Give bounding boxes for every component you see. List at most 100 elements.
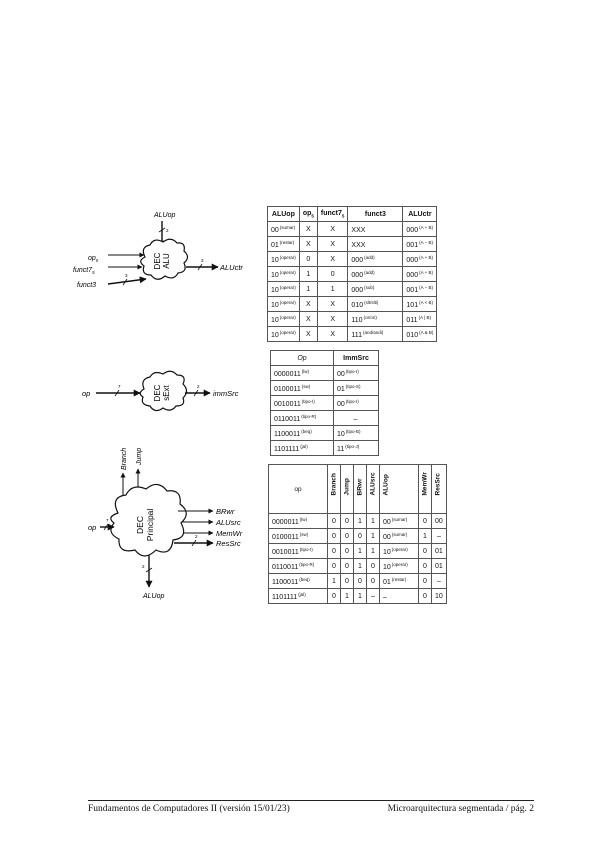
table-cell: 1 (340, 588, 354, 604)
table-cell: 10(operar) (267, 251, 300, 267)
alu-output-aluctr: ALUctr (219, 263, 243, 272)
table-cell: X (298, 296, 318, 312)
alu-input-op: op5 (88, 255, 99, 263)
table-cell: 00(sumar) (379, 528, 419, 544)
table-cell: X (298, 236, 318, 252)
table-cell: 1101111(jal) (268, 588, 328, 604)
table-cell: 1 (366, 513, 380, 529)
alu-input-funct3: funct3 (77, 282, 96, 289)
table-cell: 0 (327, 588, 341, 604)
table-cell: X (298, 326, 318, 342)
svg-text:7: 7 (118, 384, 121, 389)
table-cell: 00 (431, 513, 447, 529)
svg-text:2: 2 (197, 384, 200, 389)
table-cell: 01(restar) (267, 236, 300, 252)
table-cell: 111(and/andi) (347, 326, 404, 342)
svg-text:3: 3 (125, 273, 128, 278)
main-output-ressrc: ResSrc (216, 539, 241, 548)
table-cell: 0110011(tipo-R) (270, 410, 334, 426)
table-cell: 0 (418, 588, 432, 604)
table-cell: 000(A + B) (402, 251, 438, 267)
main-output-alusrc: ALUsrc (215, 518, 241, 527)
table-cell: 00(sumar) (379, 513, 419, 529)
svg-text:ALU: ALU (162, 253, 171, 269)
table-header-row: op Branch Jump BRwr ALUsrc ALUop MemWr R… (268, 464, 447, 514)
table-row: 1100011(beq)10(tipo-B) (270, 425, 379, 441)
table-cell: 011(A | B) (402, 311, 438, 327)
table-header-row: Op ImmSrc (270, 350, 379, 366)
table-cell: – (333, 410, 379, 426)
table-cell: 01(restar) (379, 573, 419, 589)
table-cell: 0 (327, 528, 341, 544)
table-cell: 1 (316, 281, 349, 297)
table-cell: 1100011(beq) (268, 573, 328, 589)
table-cell: – (431, 528, 447, 544)
table-cell: 1 (366, 543, 380, 559)
table-cell: 10(tipo-B) (333, 425, 379, 441)
table-cell: 000(add) (347, 266, 404, 282)
dec-main-cloud (110, 483, 187, 557)
dec-main-diagram: Branch Jump DEC Principal op 7 2 BRwr AL… (88, 448, 243, 600)
table-cell: XXX (347, 221, 404, 237)
main-input-op: op (88, 523, 96, 532)
table-cell: X (316, 236, 349, 252)
table-cell: 10(operar) (379, 558, 419, 574)
table-cell: 0100011(sw) (268, 528, 328, 544)
table-cell: 1 (298, 281, 318, 297)
table-cell: 1 (327, 573, 341, 589)
immsrc-decoder-table: Op ImmSrc 0000011(lw)00(tipo-I)0100011(s… (270, 350, 379, 456)
table-cell: 0 (340, 513, 354, 529)
table-cell: 010(slt/slti) (347, 296, 404, 312)
table-cell: 10(operar) (267, 326, 300, 342)
alu-top-label: ALUop (153, 212, 176, 219)
table-cell: X (298, 311, 318, 327)
table-header-row: ALUop op5 funct75 funct3 ALUctr (267, 206, 438, 222)
table-cell: 000(A + B) (402, 266, 438, 282)
table-cell: 0 (353, 528, 367, 544)
sext-input-op: op (82, 389, 90, 398)
table-cell: 1 (298, 266, 318, 282)
table-cell: 10(operar) (267, 311, 300, 327)
svg-text:sExt: sExt (162, 384, 171, 400)
table-row: 1101111(jal)11(tipo-J) (270, 440, 379, 456)
table-cell: X (316, 326, 349, 342)
table-cell: 0 (316, 266, 349, 282)
table-cell: 1 (353, 543, 367, 559)
svg-text:2: 2 (166, 228, 169, 233)
footer-page: Microarquitectura segmentada / pág. 2 (387, 804, 534, 814)
table-cell: 10(operar) (267, 296, 300, 312)
svg-text:Principal: Principal (145, 509, 155, 542)
table-cell: 0010011(tipo-I) (270, 395, 334, 411)
table-row: 0000011(lw)00(tipo-I) (270, 365, 379, 381)
dec-alu-cloud (140, 238, 189, 280)
table-cell: 0 (366, 558, 380, 574)
table-cell: – (366, 588, 380, 604)
main-output-memwr: MemWr (216, 529, 243, 538)
main-output-brwr: BRwr (216, 507, 235, 516)
table-cell: 0 (340, 528, 354, 544)
table-cell: 10(operar) (267, 266, 300, 282)
svg-text:2: 2 (142, 564, 145, 569)
table-cell: 01(tipo-S) (333, 380, 379, 396)
table-cell: 0 (353, 573, 367, 589)
table-cell: 0 (418, 543, 432, 559)
table-cell: 110(or/ori) (347, 311, 404, 327)
main-decoder-table: op Branch Jump BRwr ALUsrc ALUop MemWr R… (268, 464, 447, 604)
table-cell: 001(A − B) (402, 281, 438, 297)
table-cell: 0010011(tipo-I) (268, 543, 328, 559)
table-cell: 10(operar) (267, 281, 300, 297)
table-cell: 0 (327, 513, 341, 529)
table-cell: 0000011(lw) (270, 365, 334, 381)
table-cell: 0 (340, 543, 354, 559)
table-cell: 1 (353, 513, 367, 529)
table-cell: 01 (431, 543, 447, 559)
